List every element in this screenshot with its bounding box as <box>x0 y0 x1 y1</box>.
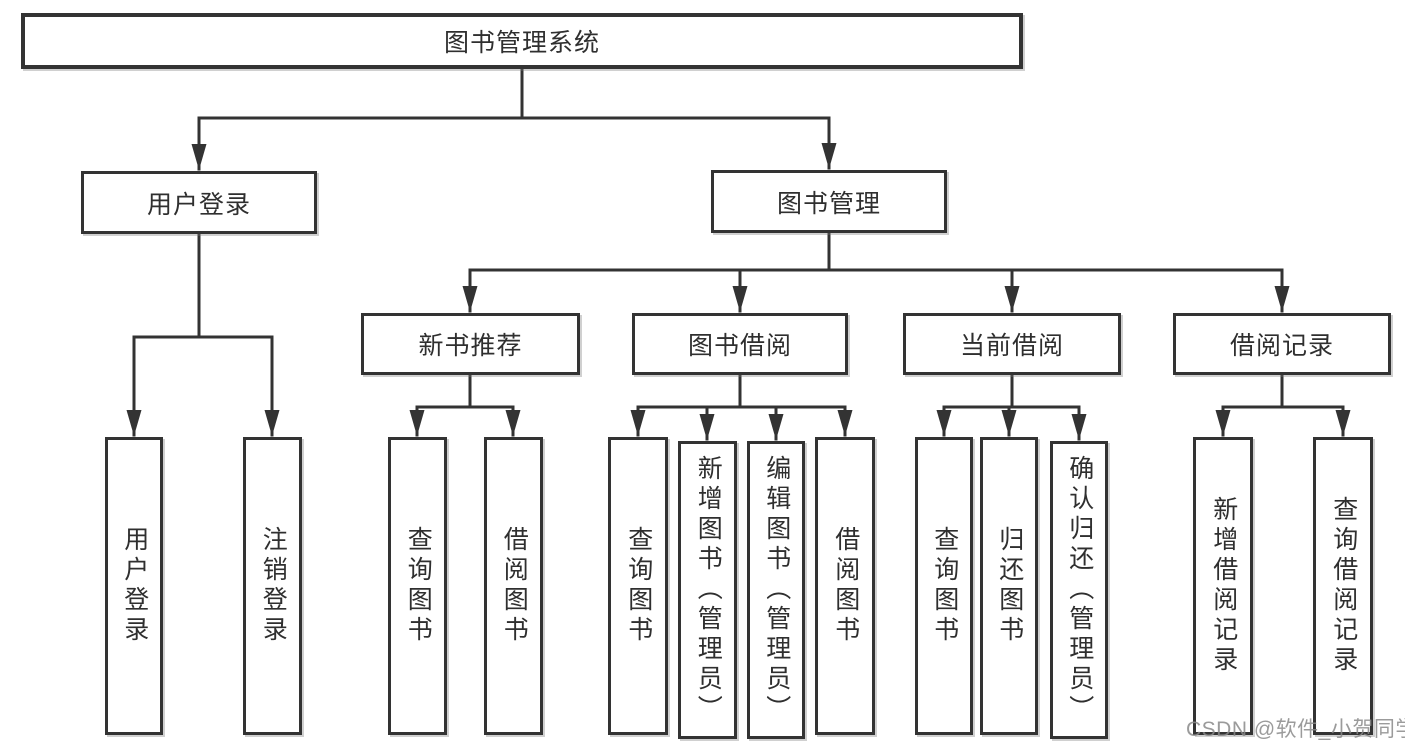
leaf-label: 注销登录 <box>259 526 288 646</box>
node-book-borrow: 图书借阅 <box>632 313 848 375</box>
leaf-label: 归还图书 <box>995 526 1024 646</box>
node-leaf-confirm-return-admin: 确认归还（管理员） <box>1050 441 1108 739</box>
node-leaf-edit-book-admin: 编辑图书（管理员） <box>747 441 805 739</box>
node-leaf-query-borrow-record: 查询借阅记录 <box>1313 437 1373 735</box>
node-leaf-return-book: 归还图书 <box>980 437 1038 735</box>
node-borrow-records: 借阅记录 <box>1173 313 1391 375</box>
edges-book-borrow-children <box>630 373 853 441</box>
node-leaf-borrow-books: 借阅图书 <box>815 437 875 735</box>
edges-root-to-level2 <box>191 64 837 171</box>
watermark-text: CSDN @软件_小贺同学 <box>1186 718 1405 741</box>
node-leaf-add-borrow-record: 新增借阅记录 <box>1193 437 1253 735</box>
edges-new-book-recommend-children <box>409 373 521 437</box>
edges-current-borrow-children <box>936 373 1087 441</box>
leaf-label: 查询图书 <box>404 526 433 646</box>
edges-user-login-children <box>126 232 280 437</box>
leaf-label: 编辑图书（管理员） <box>762 455 791 725</box>
leaf-label: 新增图书（管理员） <box>694 455 723 725</box>
node-leaf-user-login: 用户登录 <box>105 437 163 735</box>
leaf-label: 查询图书 <box>930 526 959 646</box>
node-leaf-add-book-admin: 新增图书（管理员） <box>678 441 737 739</box>
leaf-label: 查询借阅记录 <box>1329 496 1358 676</box>
leaf-label: 借阅图书 <box>500 526 529 646</box>
node-current-borrow: 当前借阅 <box>903 313 1121 375</box>
node-book-management: 图书管理 <box>711 170 947 233</box>
node-library-system: 图书管理系统 <box>21 13 1023 69</box>
node-new-book-recommend: 新书推荐 <box>361 313 580 375</box>
node-leaf-query-books-borrow: 查询图书 <box>608 437 668 735</box>
edges-book-management-children <box>462 231 1290 313</box>
leaf-label: 新增借阅记录 <box>1209 496 1238 676</box>
node-leaf-query-books-recommend: 查询图书 <box>388 437 447 735</box>
edges-borrow-records-children <box>1215 373 1351 437</box>
node-leaf-query-books-current: 查询图书 <box>915 437 973 735</box>
node-user-login: 用户登录 <box>81 171 317 234</box>
leaf-label: 借阅图书 <box>831 526 860 646</box>
node-leaf-logout: 注销登录 <box>243 437 302 735</box>
leaf-label: 查询图书 <box>624 526 653 646</box>
leaf-label: 确认归还（管理员） <box>1065 455 1094 725</box>
node-leaf-borrow-books-recommend: 借阅图书 <box>484 437 543 735</box>
leaf-label: 用户登录 <box>120 526 149 646</box>
